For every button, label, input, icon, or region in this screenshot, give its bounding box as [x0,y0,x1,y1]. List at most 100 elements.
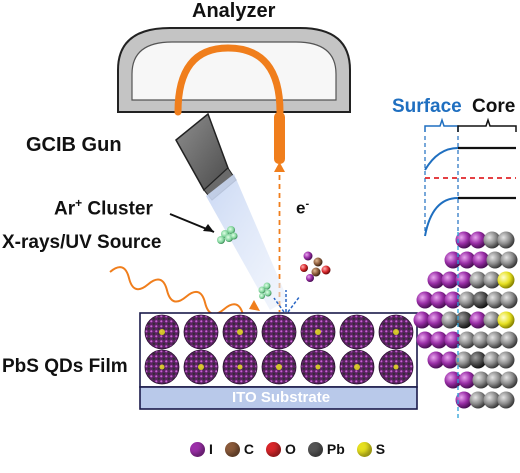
lattice-atom [458,291,476,309]
substrate-label: ITO Substrate [232,389,331,406]
legend-item-pb: Pb [307,441,345,457]
ar-cluster [217,226,238,244]
legend-swatch [266,441,282,457]
lattice-atom [427,271,445,289]
lattice-atom [497,271,515,289]
lattice-atom [441,351,459,369]
lattice-atom [483,231,501,249]
lattice-atom [469,271,487,289]
lattice-atom [444,251,462,269]
lattice-atom [416,331,434,349]
analyzer-label: Analyzer [192,0,276,22]
lattice-atom [455,271,473,289]
legend-item-i: I [190,441,213,457]
ar-cluster-impact [258,282,272,299]
lattice-atom [455,231,473,249]
lattice-atom [458,331,476,349]
xray-source-label: X-rays/UV Source [2,232,162,253]
legend-item-s: S [356,441,386,457]
lattice-atom [430,331,448,349]
core-label: Core [472,96,516,117]
ar-cluster-label-main: Ar [54,198,76,220]
lattice-atom [455,351,473,369]
qd-core-highlights [159,329,399,370]
ar-cluster-label-rest: Cluster [82,198,153,220]
lattice-atom [497,351,515,369]
lattice-atom [469,231,487,249]
analyzer [117,27,351,164]
legend-symbol: S [375,441,386,457]
surface-brace [424,117,459,132]
ar-cluster-label: Ar+ Cluster [54,196,153,220]
lattice-atom [427,311,445,329]
emitted-atoms [300,251,331,282]
ar-cluster-label-sup: + [75,196,83,210]
legend-symbol: Pb [326,441,345,457]
lattice-atom [497,391,515,409]
lattice-atom [486,371,504,389]
lattice-atom [483,391,501,409]
electron-label: e- [296,198,309,219]
lattice-atom [486,331,504,349]
lattice-atom [483,311,501,329]
xray-wave [109,266,263,328]
lattice-atom [444,371,462,389]
lattice-atom [483,271,501,289]
lattice-atom [444,291,462,309]
lattice-atom [458,251,476,269]
element-legend: I C O Pb S [190,441,397,457]
legend-item-o: O [266,441,296,457]
legend-swatch [224,441,240,457]
lattice-atom [413,311,431,329]
ion-beam [206,174,288,310]
core-brace [457,117,517,132]
surface-label: Surface [392,96,462,117]
lattice-atom [497,231,515,249]
lattice-atom [469,351,487,369]
electron-arrowhead [274,162,285,172]
lattice-atom [441,271,459,289]
lattice-atom [441,311,459,329]
lattice-atom [486,251,504,269]
hemispherical-analyzer-arc [174,44,284,116]
lattice-atom [458,371,476,389]
depth-profile [424,117,517,237]
lattice-atom [427,351,445,369]
lattice-atom [500,331,518,349]
lattice-atom [483,351,501,369]
lattice-atom [430,291,448,309]
crystal-lattice [413,231,518,409]
analyzer-inlet [274,112,285,164]
xray-arrowhead [249,300,260,311]
legend-symbol: I [209,441,213,457]
ito-substrate [139,386,418,410]
lattice-atom [500,291,518,309]
lattice-atom [455,391,473,409]
lattice-atom [469,391,487,409]
lattice-atom [469,311,487,329]
surface-curve-lower [424,197,459,237]
lattice-atom [472,371,490,389]
legend-item-c: C [224,441,255,457]
lattice-atom [455,311,473,329]
lattice-atom [500,371,518,389]
film-label: PbS QDs Film [2,356,128,377]
lattice-atom [472,331,490,349]
lattice-atom [472,291,490,309]
lattice-atom [444,331,462,349]
lattice-atom [497,311,515,329]
legend-symbol: O [285,441,296,457]
lattice-atom [486,291,504,309]
legend-swatch [356,441,372,457]
electron-label-sup: - [305,198,310,210]
legend-symbol: C [243,441,255,457]
legend-swatch [307,441,323,457]
gcib-gun-label: GCIB Gun [26,134,122,156]
surface-curve-upper [424,147,516,171]
lattice-atom [500,251,518,269]
lattice-atom [416,291,434,309]
lattice-atom [472,251,490,269]
legend-swatch [190,441,205,457]
sputter-arrows [273,290,301,313]
